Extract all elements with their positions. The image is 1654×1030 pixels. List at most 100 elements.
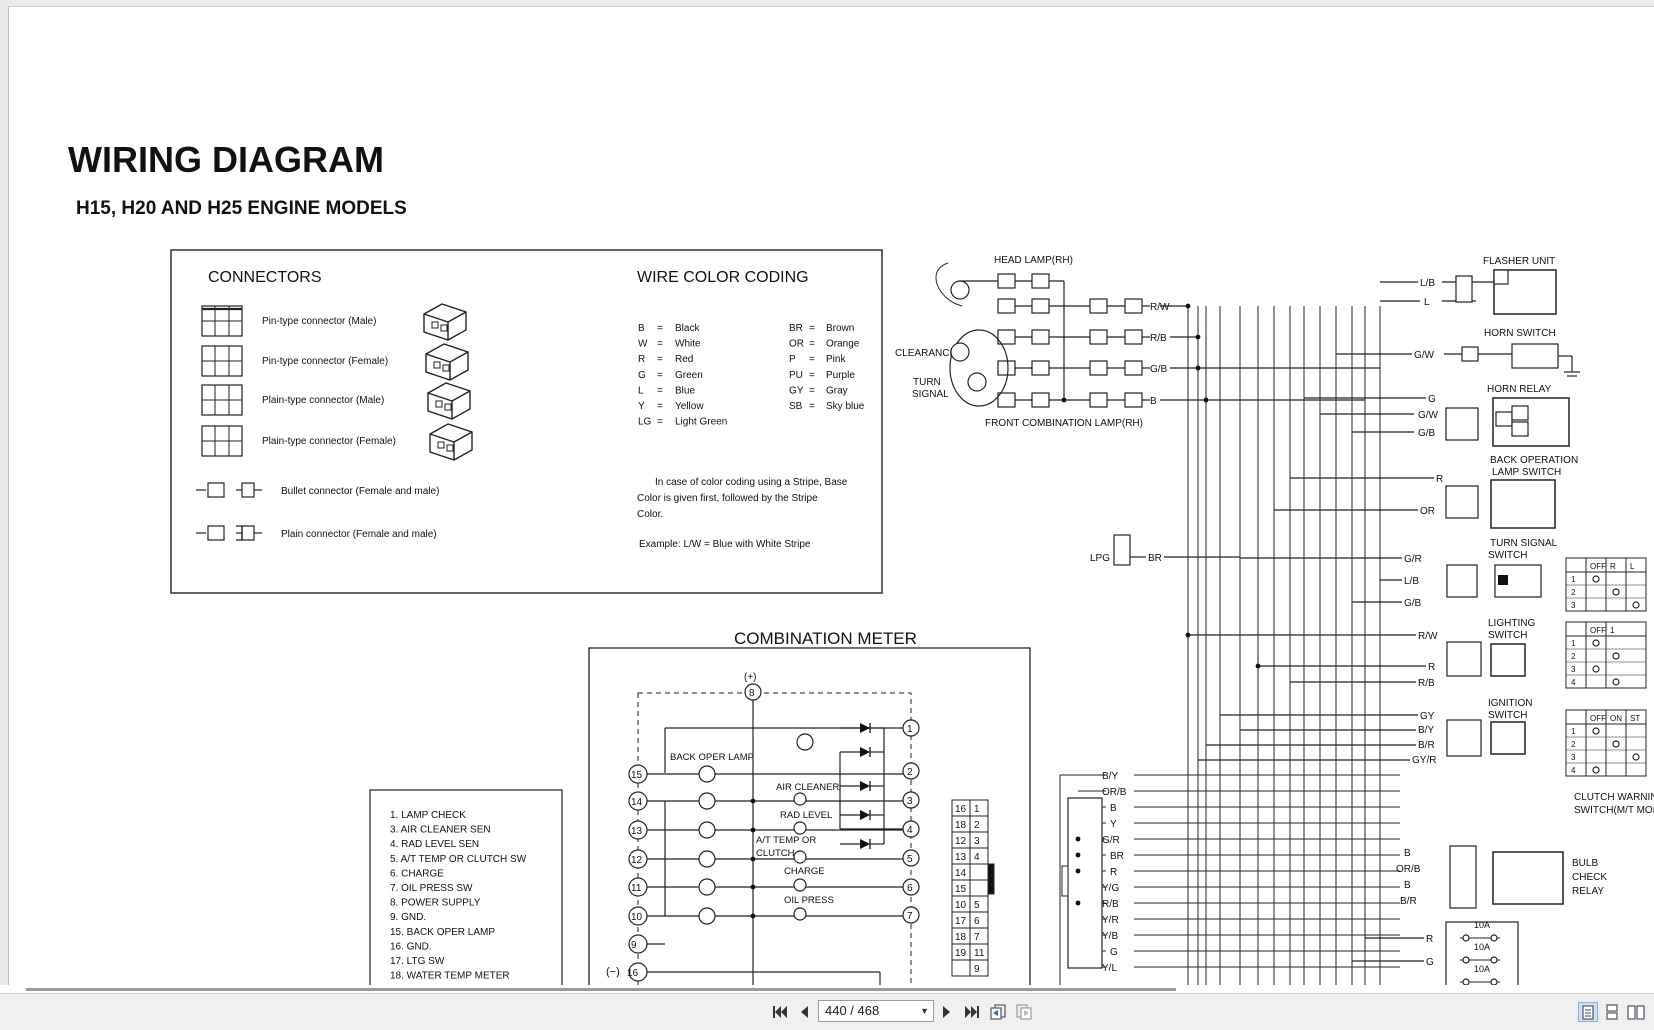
turn-label: TURN (913, 377, 941, 388)
junction-dot (1185, 303, 1191, 309)
color-code: G (638, 370, 646, 381)
document-page-area[interactable]: WIRING DIAGRAM H15, H20 AND H25 ENGINE M… (0, 0, 1654, 985)
wire-label: G (1426, 957, 1434, 968)
ignition-connector (1446, 719, 1482, 757)
pin-number: 14 (631, 797, 643, 808)
gauge-element (793, 821, 807, 835)
bullet-connector (997, 273, 1016, 289)
wire-label: R/B (1102, 899, 1119, 910)
wire-label: Y/G (1102, 883, 1119, 894)
pin-number: 9 (631, 940, 637, 951)
lighting-label: SWITCH (1488, 630, 1527, 641)
equals-sign: = (657, 323, 663, 334)
grid-number: 12 (955, 836, 967, 847)
meter-legend-box (369, 789, 563, 985)
wire-label: B/Y (1418, 725, 1434, 736)
switch-contact (1612, 740, 1620, 748)
facing-view-icon[interactable] (1626, 1002, 1646, 1022)
page-dropdown-icon[interactable]: ▼ (920, 1006, 929, 1016)
grid-number: 11 (974, 948, 985, 959)
grid-number: 14 (955, 868, 967, 879)
prev-page-icon[interactable] (794, 1002, 814, 1022)
grid-number: 19 (955, 948, 967, 959)
pin-number: 3 (907, 796, 913, 807)
wiring-diagram-page: WIRING DIAGRAM H15, H20 AND H25 ENGINE M… (68, 139, 1654, 985)
legend-item: 4. RAD LEVEL SEN (390, 839, 479, 850)
color-name: Blue (675, 385, 695, 396)
wire-color-list: B=BlackW=WhiteR=RedG=GreenL=BlueY=Yellow… (638, 323, 865, 428)
next-page-icon[interactable] (937, 1002, 957, 1022)
connector-label: Plain-type connector (Female) (262, 436, 396, 447)
meter-row-label: CHARGE (784, 866, 825, 877)
fuse-box (1445, 921, 1519, 985)
back-op-box (1490, 479, 1556, 529)
go-forward-icon[interactable] (1014, 1002, 1034, 1022)
wire-label: G/R (1102, 835, 1120, 846)
front-combination-label: FRONT COMBINATION LAMP(RH) (985, 418, 1143, 429)
page-number-field[interactable]: 440 / 468 ▼ (818, 1000, 934, 1022)
lamp-housing (935, 262, 963, 307)
wire-label: G/B (1418, 428, 1436, 439)
wire-label: G/W (1414, 350, 1435, 361)
pin (446, 444, 454, 452)
wire-label: BR (1148, 553, 1162, 564)
equals-sign: = (809, 323, 815, 334)
go-back-icon[interactable] (988, 1002, 1008, 1022)
wire-label: GY/R (1412, 755, 1436, 766)
bullet-connector (1089, 392, 1108, 408)
junction-dot (1075, 900, 1081, 906)
switch-contact (1592, 665, 1600, 673)
wire-label: G/W (1418, 410, 1439, 421)
grid-number: 9 (974, 964, 980, 975)
pin (437, 441, 445, 449)
gauge-element (793, 878, 807, 892)
bullet-connector (1089, 360, 1108, 376)
ignition-label: IGNITION (1488, 698, 1532, 709)
indicator-lamp (698, 821, 716, 839)
switch-table-head: 1 (1610, 626, 1615, 635)
color-code: GY (789, 385, 804, 396)
color-code: Y (638, 401, 645, 412)
meter-pin-right (902, 906, 920, 924)
wire-label: B/R (1418, 740, 1435, 751)
fuse-terminal (1462, 956, 1470, 964)
wire-label: B (1110, 803, 1117, 814)
continuous-view-icon[interactable] (1602, 1002, 1622, 1022)
wire-label: Y/L (1102, 963, 1117, 974)
bullet-male (241, 525, 255, 541)
color-code: OR (789, 339, 804, 350)
last-page-icon[interactable] (962, 1002, 982, 1022)
wire-label: R (1428, 662, 1435, 673)
fuse-label: 10A (1474, 920, 1490, 930)
junction-dot (1075, 836, 1081, 842)
grid-number: 5 (974, 900, 980, 911)
horizontal-scrollbar[interactable] (26, 988, 1176, 991)
switch-contact (1592, 766, 1600, 774)
first-page-icon[interactable] (770, 1002, 790, 1022)
wire-label: Y/B (1102, 931, 1118, 942)
horn-relay-box (1492, 397, 1570, 447)
color-code: PU (789, 370, 803, 381)
note-line: Color. (637, 509, 663, 520)
switch-table-row: 3 (1571, 601, 1576, 610)
fuse-terminal (1462, 934, 1470, 942)
wire-label: B/Y (1102, 771, 1118, 782)
legend-item: 16. GND. (390, 941, 432, 952)
single-page-view-icon[interactable] (1578, 1002, 1598, 1022)
page-title: WIRING DIAGRAM (68, 139, 384, 180)
equals-sign: = (809, 370, 815, 381)
grid-number: 6 (974, 916, 980, 927)
wire-label: G/R (1404, 554, 1422, 565)
lower-connector-block (1067, 797, 1103, 969)
bullet-connector (1031, 360, 1050, 376)
plain-male (236, 525, 243, 541)
bulb-relay-connector (1449, 845, 1477, 909)
legend-item: 1. LAMP CHECK (390, 810, 466, 821)
grid-number: 7 (974, 932, 980, 943)
switch-table-row: 4 (1571, 766, 1576, 775)
wire-label: R/B (1418, 678, 1435, 689)
switch-table-head: L (1630, 562, 1635, 571)
lighting-label: LIGHTING (1488, 618, 1535, 629)
